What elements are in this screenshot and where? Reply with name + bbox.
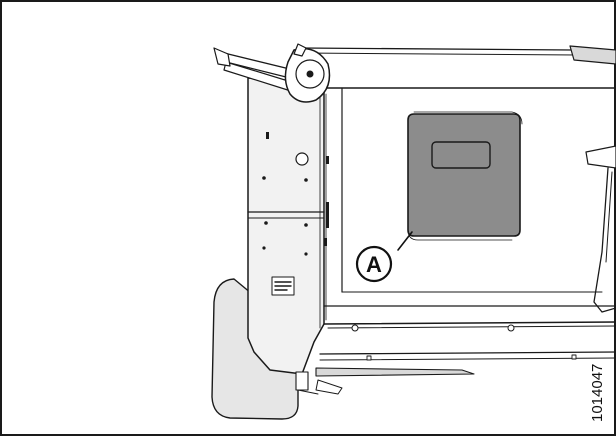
figure-id: 1014047 [589, 364, 606, 422]
top-rail [301, 45, 616, 65]
callout-a: A [355, 245, 393, 283]
back-panel [323, 87, 616, 293]
serial-decal [271, 276, 295, 296]
reservoir-tank [407, 111, 523, 241]
reel-arm [213, 43, 331, 103]
callout-leader [397, 231, 413, 251]
center-link-bracket [585, 145, 616, 313]
cutterbar [295, 305, 616, 395]
end-panel [247, 77, 329, 375]
callout-a-label: A [366, 252, 382, 277]
